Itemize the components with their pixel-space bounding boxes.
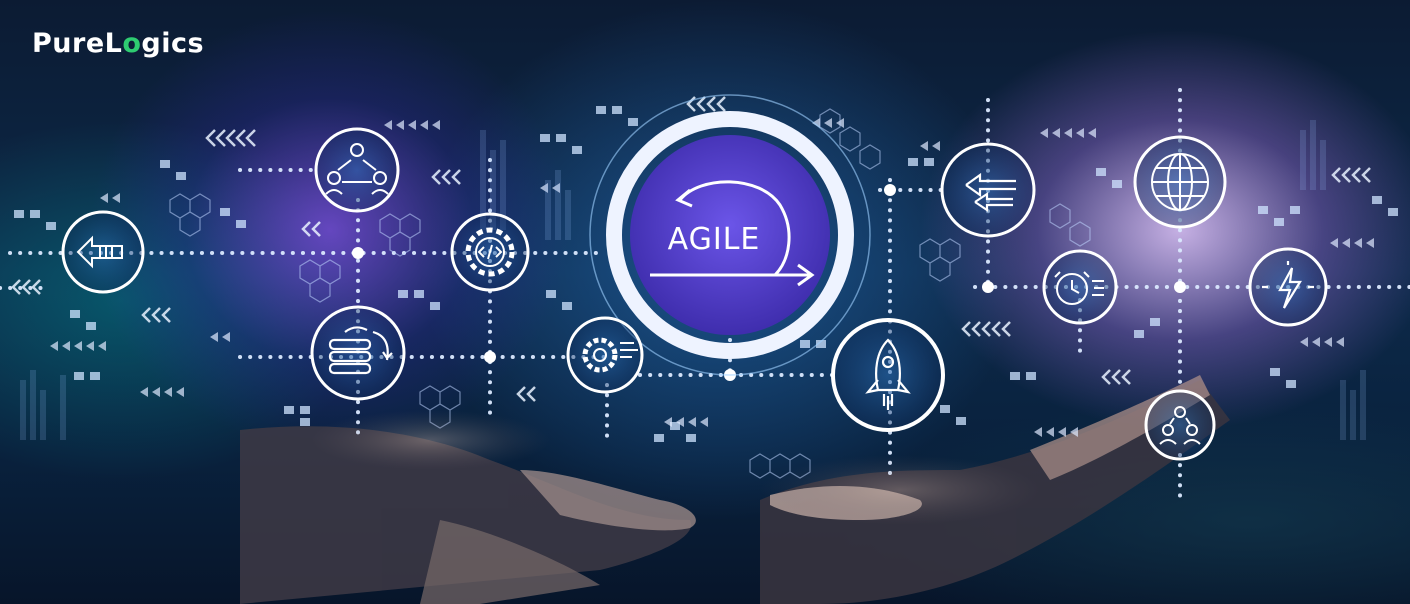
alarm-clock-node[interactable] xyxy=(1042,249,1118,325)
team-network-node[interactable] xyxy=(314,127,400,213)
lightning-node[interactable] xyxy=(1248,247,1328,327)
rocket-node[interactable] xyxy=(831,318,945,432)
left-hand xyxy=(240,426,696,604)
logo-text-3: gics xyxy=(141,28,205,59)
globe-node[interactable] xyxy=(1133,135,1227,229)
logo-text-1: PureL xyxy=(32,28,123,59)
agile-label: AGILE xyxy=(668,222,761,257)
team-users-node[interactable] xyxy=(1144,389,1216,461)
back-arrow-icon xyxy=(76,235,123,269)
code-gear-node[interactable] xyxy=(450,212,530,292)
back-arrow-node[interactable] xyxy=(61,210,145,294)
code-gear-icon xyxy=(465,227,515,277)
team-users-icon xyxy=(1159,406,1201,445)
stack-layers-node[interactable] xyxy=(310,305,406,401)
chevron-arrows-icon xyxy=(11,96,1371,402)
arrows-left-node[interactable] xyxy=(940,142,1036,238)
stack-layers-icon xyxy=(328,326,393,375)
logo-text-2: o xyxy=(122,28,142,59)
agile-center-node[interactable]: AGILE xyxy=(589,94,871,376)
alarm-clock-icon xyxy=(1054,271,1104,305)
junction-dots xyxy=(352,184,1186,381)
arrows-left-icon xyxy=(965,172,1016,213)
globe-icon xyxy=(1151,153,1209,211)
settings-gear-icon xyxy=(582,337,638,373)
pixel-squares xyxy=(14,106,1398,442)
rocket-icon xyxy=(865,338,911,410)
team-network-icon xyxy=(325,143,389,195)
settings-gear-node[interactable] xyxy=(566,316,644,394)
agile-cycle-arrow-icon xyxy=(678,180,791,277)
equalizer-bars xyxy=(20,120,1366,440)
lightning-icon xyxy=(1262,261,1314,309)
purelogics-logo[interactable]: PureLogics xyxy=(32,28,204,59)
